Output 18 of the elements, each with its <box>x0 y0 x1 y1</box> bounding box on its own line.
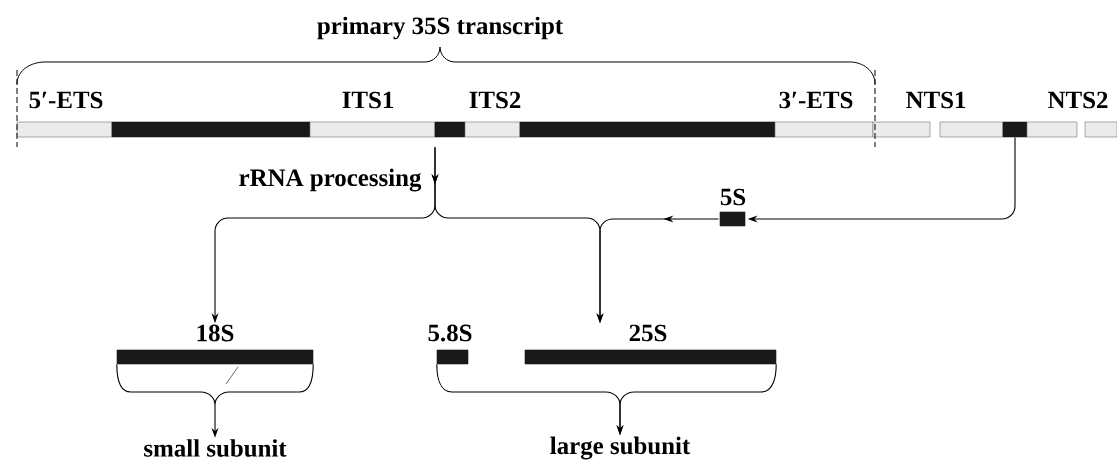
segment-label: 5.8S <box>428 324 472 342</box>
heading: primary 35S transcript <box>317 16 564 40</box>
rrna-bar <box>1002 121 1028 138</box>
subunit-label: large subunit <box>550 436 691 460</box>
segment-label: 5S <box>720 188 746 206</box>
segment-label: NTS2 <box>1048 91 1108 109</box>
rrna-bar <box>111 121 311 138</box>
segment-label: 3′-ETS <box>779 91 853 109</box>
rrna-bar <box>519 121 776 138</box>
segment-label: 5′-ETS <box>29 91 103 109</box>
segment-label: 18S <box>197 324 234 342</box>
segment-label: ITS1 <box>342 91 393 109</box>
segment-label: 25S <box>629 324 667 342</box>
edge-label: rRNA processing <box>237 167 423 193</box>
rrna-bar <box>434 121 466 138</box>
subunit-label: small subunit <box>144 439 287 457</box>
segment-label: ITS2 <box>469 91 521 109</box>
segment-label: NTS1 <box>906 91 966 109</box>
